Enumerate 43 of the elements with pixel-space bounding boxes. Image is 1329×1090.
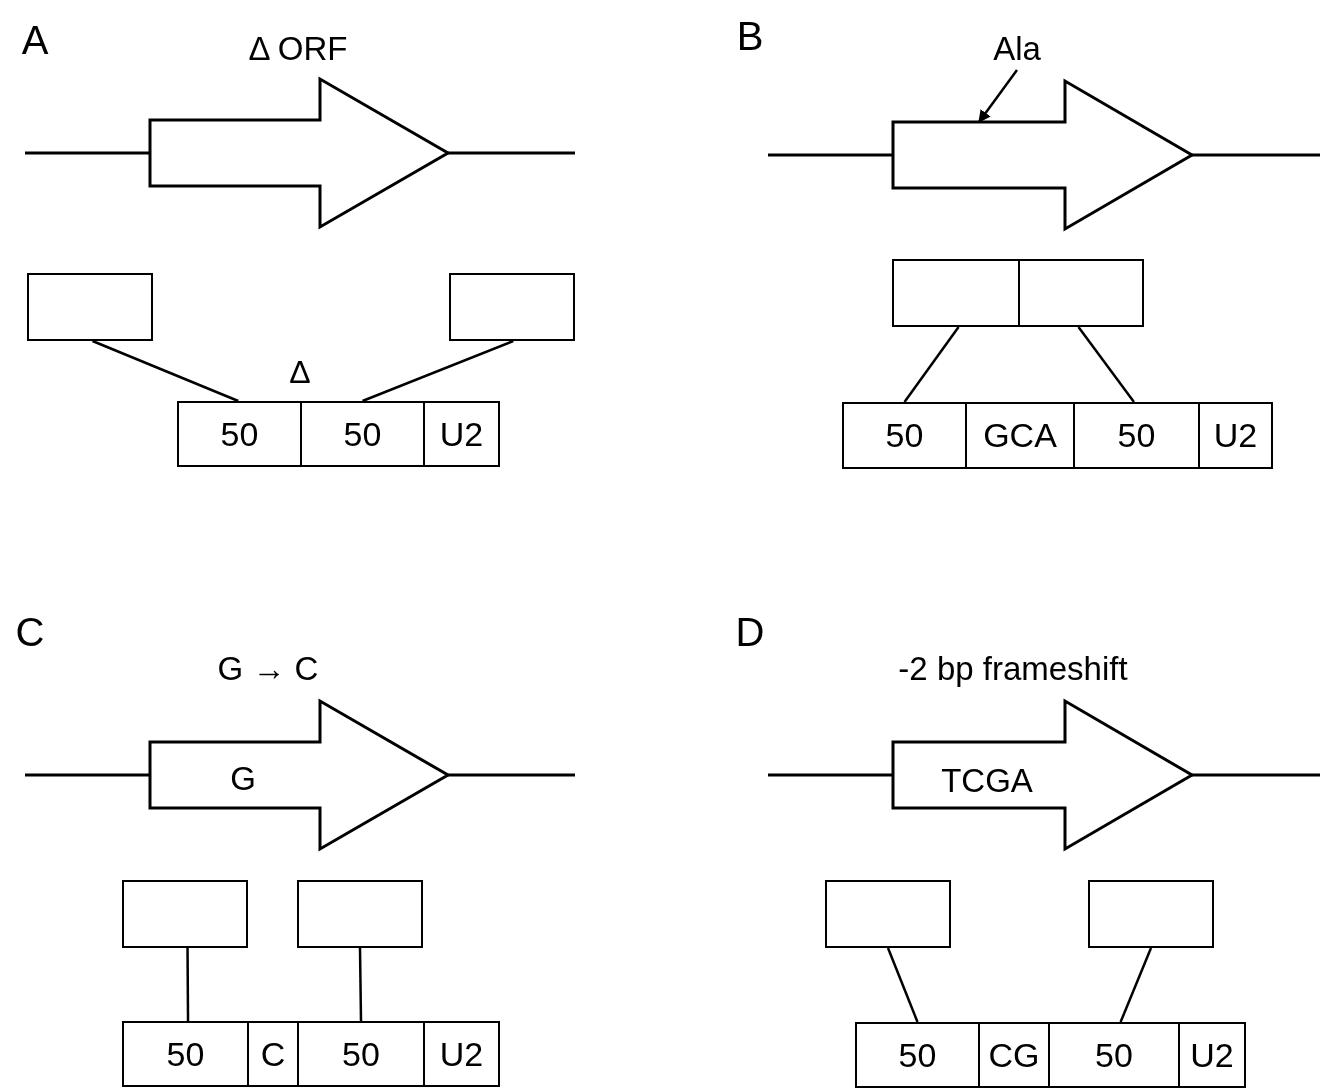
blank-box <box>27 273 153 341</box>
panel-letter: A <box>21 20 49 60</box>
deletion-mark: Δ <box>289 356 311 388</box>
gene-label: -2 bp frameshift <box>898 651 1128 685</box>
blank-box <box>1018 259 1144 327</box>
construct-segment: 50 <box>122 1021 249 1087</box>
connector-line <box>92 339 239 403</box>
connector-line <box>1119 947 1153 1023</box>
construct-segment: U2 <box>1178 1022 1246 1088</box>
connector-line <box>186 948 190 1021</box>
panel-letter: D <box>735 612 765 652</box>
blank-box <box>449 273 575 341</box>
connector-line <box>903 326 960 403</box>
construct-segment: U2 <box>423 1021 500 1087</box>
residue-label: Ala <box>993 31 1041 65</box>
construct-segment: 50 <box>842 402 967 469</box>
connector-line <box>886 947 919 1023</box>
arrow <box>978 69 1018 123</box>
construct-segment: 50 <box>300 401 425 467</box>
gene-label: G → C <box>217 651 319 685</box>
blank-box <box>297 880 423 948</box>
blank-box <box>825 880 951 948</box>
construct-segment: 50 <box>855 1022 980 1088</box>
construct-segment: 50 <box>297 1021 425 1087</box>
gene-label: Δ ORF <box>248 31 348 65</box>
construct-segment: GCA <box>965 402 1075 469</box>
panel-letter: C <box>15 612 45 652</box>
connector-line <box>362 339 514 403</box>
construct-segment: U2 <box>423 401 500 467</box>
construct-segment: 50 <box>1073 402 1200 469</box>
blank-box <box>1088 880 1214 948</box>
blank-box <box>892 259 1020 327</box>
construct-segment: 50 <box>1048 1022 1180 1088</box>
connector-line <box>1077 326 1135 403</box>
panel-letter: B <box>736 16 764 56</box>
connector-line <box>358 948 363 1021</box>
construct-segment: 50 <box>177 401 302 467</box>
blank-box <box>122 880 248 948</box>
construct-segment: CG <box>978 1022 1050 1088</box>
construct-segment: U2 <box>1198 402 1273 469</box>
sequence-label: TCGA <box>941 763 1033 797</box>
sequence-label: G <box>230 761 256 795</box>
construct-segment: C <box>247 1021 299 1087</box>
